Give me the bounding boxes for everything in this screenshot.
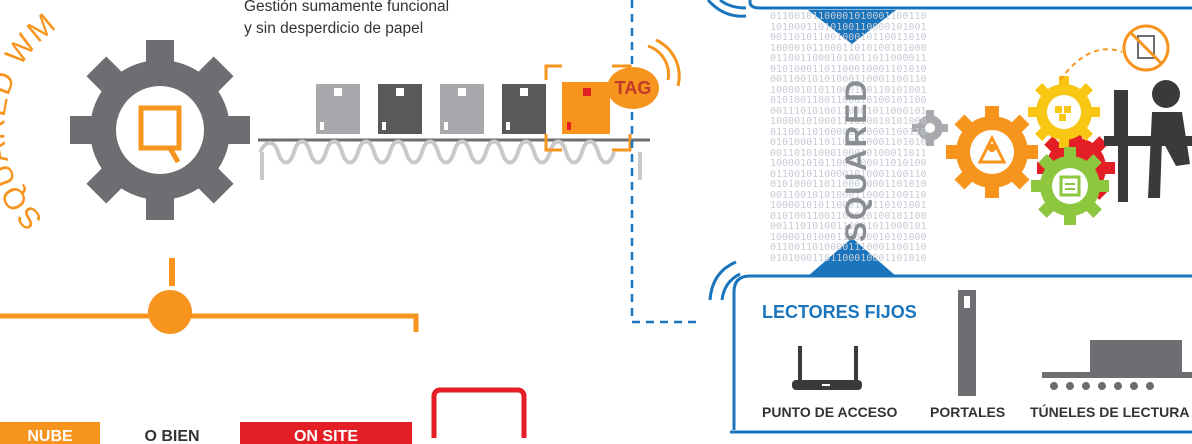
box-icon — [502, 84, 546, 134]
option-on-site[interactable]: ON SITE — [240, 422, 412, 444]
box-icon — [378, 84, 422, 134]
access-point-icon — [792, 346, 862, 390]
no-paper-icon — [1122, 24, 1170, 72]
right-diagram — [706, 0, 1192, 438]
portal-icon — [958, 290, 976, 396]
binary-data-column: 01100101100001010001100110 1010001101010… — [770, 12, 927, 264]
squared-vertical-brand: SQUARED — [840, 78, 873, 243]
wifi-signal-icon — [708, 260, 741, 301]
onsite-outline-box — [431, 387, 527, 438]
lectores-fijos-title: LECTORES FIJOS — [762, 302, 917, 322]
wifi-signal-icon — [706, 0, 747, 18]
rfid-signal-icon — [647, 38, 681, 87]
user-at-desk-icon — [1104, 80, 1192, 202]
squared-wm-arc-label: SQUARED WM — [0, 7, 62, 236]
processing-panel-frame — [748, 0, 1192, 10]
box-icon — [440, 84, 484, 134]
dashed-curve — [1059, 48, 1123, 81]
lectores-panel-frame — [732, 274, 1192, 438]
left-diagram: SQUARED WM — [0, 0, 700, 438]
tag-badge: TAG — [607, 67, 659, 109]
stock-gear-icon — [1028, 76, 1100, 148]
reader-label-portals: PORTALES — [930, 404, 1006, 420]
box-icon — [316, 84, 360, 134]
small-gear-icon — [912, 110, 948, 146]
map-gear-icon — [946, 106, 1038, 198]
reader-label-access-point: PUNTO DE ACCESO — [762, 404, 898, 420]
up-arrow-icon — [808, 238, 896, 276]
caption-text: Gestión sumamente funcional y sin desper… — [244, 0, 450, 37]
reading-tunnel-icon — [1042, 340, 1192, 390]
main-gear-icon — [70, 40, 250, 220]
tagged-box-icon — [544, 64, 632, 152]
dashed-connector — [630, 0, 700, 324]
option-o-bien: O BIEN — [144, 428, 200, 444]
branch-node — [148, 290, 192, 334]
option-nube[interactable]: NUBE — [0, 422, 100, 444]
reader-label-tunnels: TÚNELES DE LECTURA — [1030, 404, 1190, 420]
conveyor-rollers — [258, 139, 642, 180]
document-gear-icon — [1031, 147, 1109, 225]
down-arrow-icon — [808, 10, 896, 44]
